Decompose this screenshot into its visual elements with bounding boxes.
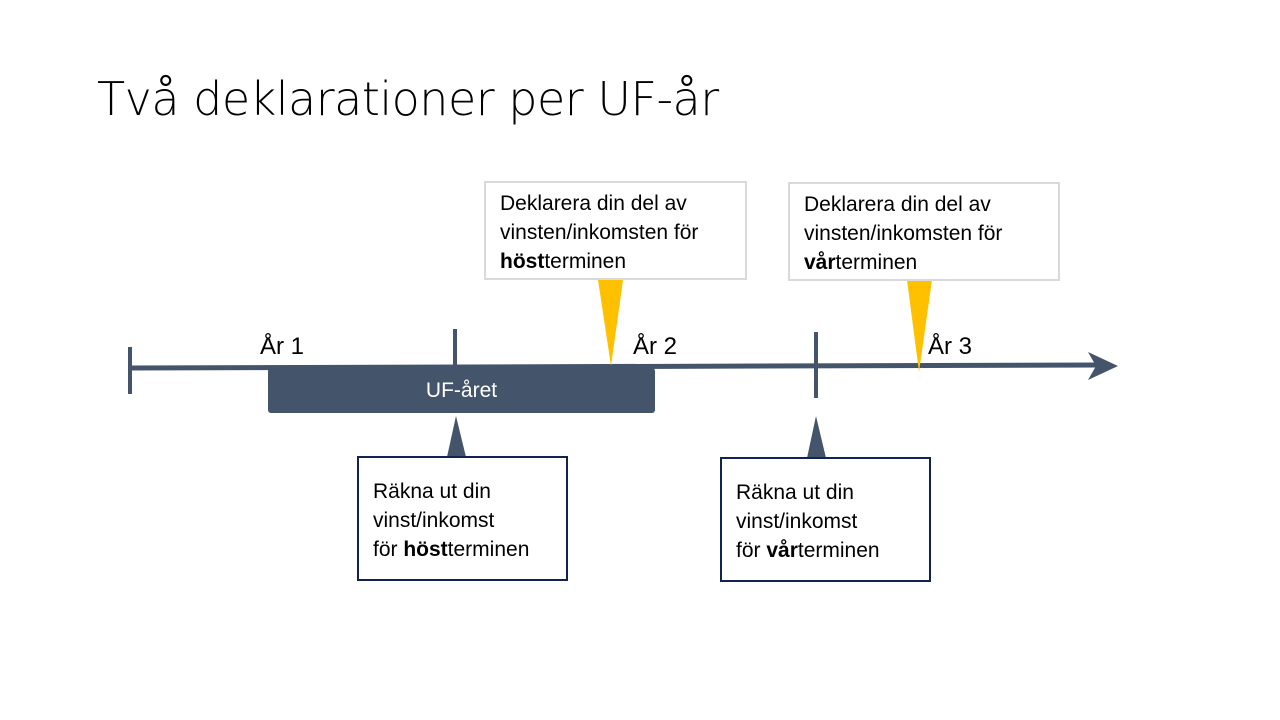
- callout-line: vinst/inkomst: [373, 509, 495, 532]
- callout-line: vinst/inkomst: [736, 510, 858, 533]
- year-2-label: År 2: [633, 333, 678, 360]
- callout-rest-text: terminen: [835, 251, 918, 274]
- declare-spring-callout: Deklarera din del av vinsten/inkomsten f…: [788, 182, 1060, 281]
- callout-prefix-text: för: [736, 539, 767, 562]
- callout-line: för vårterminen: [736, 536, 929, 565]
- callout-prefix-text: för: [373, 538, 404, 561]
- declare-autumn-callout: Deklarera din del av vinsten/inkomsten f…: [484, 181, 747, 280]
- uf-year-bar: [268, 368, 655, 413]
- year-1-label: År 1: [260, 333, 305, 360]
- timeline-arrowhead: [1088, 352, 1118, 380]
- callout-line: för höstterminen: [373, 535, 566, 564]
- slide-title: Två deklarationer per UF-år: [97, 72, 719, 126]
- calc-autumn-callout: Räkna ut din vinst/inkomst för hösttermi…: [357, 456, 568, 581]
- callout-line: vinsten/inkomsten för: [804, 222, 1003, 245]
- callout-bold-text: vår: [804, 251, 836, 274]
- declare-spring-pointer: [907, 280, 932, 372]
- callout-rest-text: terminen: [447, 538, 530, 561]
- callout-line: vinsten/inkomsten för: [500, 221, 699, 244]
- declare-autumn-pointer: [598, 280, 623, 366]
- calc-spring-callout: Räkna ut din vinst/inkomst för vårtermin…: [720, 457, 931, 582]
- calc-spring-pointer: [807, 416, 826, 458]
- callout-line: höstterminen: [500, 247, 745, 276]
- uf-year-label: UF-året: [425, 378, 498, 402]
- callout-bold-text: höst: [500, 250, 545, 273]
- timeline-axis: [129, 362, 1101, 371]
- callout-line: Räkna ut din: [736, 481, 854, 504]
- callout-rest-text: terminen: [797, 539, 880, 562]
- callout-rest-text: terminen: [544, 250, 627, 273]
- year-3-label: År 3: [928, 333, 973, 360]
- callout-bold-text: höst: [403, 538, 448, 561]
- callout-line: Räkna ut din: [373, 480, 491, 503]
- callout-bold-text: vår: [766, 539, 798, 562]
- calc-autumn-pointer: [447, 416, 466, 457]
- callout-line: Deklarera din del av: [804, 193, 991, 216]
- callout-line: vårterminen: [804, 248, 1058, 277]
- callout-line: Deklarera din del av: [500, 192, 687, 215]
